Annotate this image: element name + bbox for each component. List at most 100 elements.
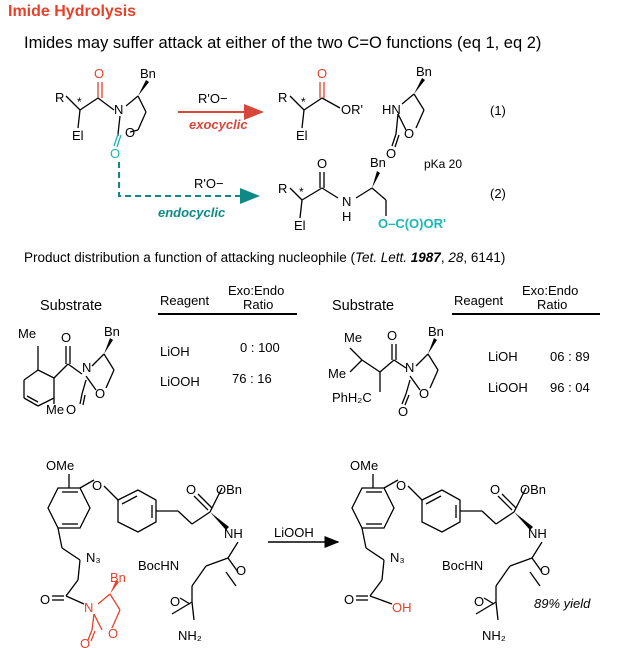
- eq2-label: (2): [490, 186, 506, 201]
- label-Bn-1: Bn: [140, 66, 156, 81]
- table1-ratio-header-1: Exo:Endo: [228, 283, 284, 298]
- table2-reagent-header: Reagent: [454, 293, 504, 308]
- bottom-right-BocHN: BocHN: [442, 558, 483, 573]
- table2-N: N: [405, 360, 414, 375]
- bottom-right-OH: OH: [392, 600, 412, 615]
- table2-O-ring: O: [419, 386, 429, 401]
- stereo-star-1: *: [77, 95, 82, 109]
- bottom-right-O-side: O: [474, 594, 484, 609]
- bottom-left-OMe: OMe: [46, 458, 74, 473]
- pka-label: pKa 20: [424, 157, 462, 171]
- table2-Me-left: Me: [328, 366, 346, 381]
- stereo-star-3: *: [299, 185, 304, 199]
- label-R-1: R: [55, 90, 64, 105]
- table2-row1-reagent: LiOH: [488, 349, 518, 364]
- label-R-2: R: [278, 90, 287, 105]
- eq1-label: (1): [490, 103, 506, 118]
- oxazolidinone-product: [391, 78, 425, 148]
- table1-substrate-header: Substrate: [40, 298, 102, 314]
- label-O-endo: O: [110, 146, 120, 161]
- auxiliary-red: [87, 580, 121, 642]
- label-O-ring-2: O: [404, 126, 414, 141]
- bottom-left-O-acyl: O: [40, 592, 50, 607]
- label-ORp: OR': [341, 102, 363, 117]
- exocyclic-label: exocyclic: [189, 117, 248, 132]
- table1-Bn: Bn: [104, 324, 120, 339]
- bottom-right-O-acid: O: [344, 592, 354, 607]
- label-HN: HN: [382, 102, 401, 117]
- label-O-ester: O: [317, 66, 327, 81]
- label-O-ring-1: O: [125, 125, 135, 140]
- reference-line: Product distribution a function of attac…: [24, 250, 506, 265]
- bottom-right-N3: N₃: [390, 550, 405, 565]
- table1-N: N: [82, 360, 91, 375]
- label-El-1: El: [72, 128, 84, 143]
- table1-row2-ratio: 76 : 16: [232, 371, 272, 386]
- stereo-star-2: *: [301, 95, 306, 109]
- bottom-left-O-amide: O: [236, 563, 246, 578]
- reference-volume: 28: [448, 250, 464, 265]
- table1-row1-reagent: LiOH: [160, 344, 190, 359]
- table1-O-ring-carbonyl: O: [66, 402, 76, 417]
- label-El-2: El: [296, 128, 308, 143]
- label-carbonate: O–C(O)OR': [378, 216, 446, 231]
- bottom-left-NH: NH: [224, 526, 243, 541]
- bottom-left-O-ether: O: [92, 478, 102, 493]
- bottom-left-OBn: OBn: [216, 482, 242, 497]
- bottom-reagent: LiOOH: [274, 525, 314, 540]
- slide-title: Imide Hydrolysis: [8, 3, 137, 20]
- intro-text: Imides may suffer attack at either of th…: [24, 34, 542, 52]
- bottom-right-OBn: OBn: [520, 482, 546, 497]
- table2-PhH2C: PhH₂C: [332, 390, 372, 405]
- label-N-1: N: [114, 102, 123, 117]
- bottom-left-N: N: [84, 600, 93, 615]
- table1-Me-top: Me: [18, 326, 36, 341]
- endocyclic-label: endocyclic: [158, 205, 226, 220]
- label-Bn-3: Bn: [370, 155, 386, 170]
- label-H-amide: H: [342, 209, 351, 224]
- table1-Me-bottom: Me: [46, 402, 64, 417]
- label-N-amide: N: [342, 194, 351, 209]
- table1-ratio-header-2: Ratio: [243, 297, 273, 312]
- table2-row2-reagent: LiOOH: [488, 380, 528, 395]
- bottom-product: [351, 474, 543, 621]
- table1-O-carbonyl: O: [61, 330, 71, 345]
- table2-Me-top: Me: [344, 330, 362, 345]
- bottom-right-NH2: NH₂: [482, 628, 506, 643]
- bottom-left-O-ester: O: [186, 482, 196, 497]
- table2-Bn: Bn: [428, 324, 444, 339]
- label-O-carbonyl-2: O: [386, 146, 396, 161]
- table2-ratio-header-2: Ratio: [537, 297, 567, 312]
- reference-year: 1987: [410, 250, 441, 265]
- bottom-left-N3: N₃: [86, 550, 101, 565]
- table2-O-ring-carbonyl: O: [398, 404, 408, 419]
- table2-row1-ratio: 06 : 89: [550, 349, 590, 364]
- starting-imide: [65, 80, 149, 148]
- table1-reagent-header: Reagent: [160, 293, 210, 308]
- bottom-left-O-ring: O: [108, 626, 118, 641]
- table1-row1-ratio: 0 : 100: [240, 340, 280, 355]
- table2-substrate-header: Substrate: [332, 298, 394, 314]
- bottom-left-O-side: O: [170, 594, 180, 609]
- label-O-amide: O: [317, 156, 327, 171]
- label-Bn-2: Bn: [416, 64, 432, 79]
- label-El-3: El: [294, 218, 306, 233]
- table1-substrate-structure: [23, 338, 115, 407]
- bottom-left-NH2: NH₂: [178, 628, 202, 643]
- table2-substrate-structure: [349, 338, 439, 406]
- bottom-right-OMe: OMe: [350, 458, 378, 473]
- table2-O-carbonyl: O: [387, 328, 397, 343]
- reference-pages: , 6141): [463, 250, 506, 265]
- reagent-top: R'O−: [198, 91, 228, 106]
- bottom-left-O-ring-carbonyl: O: [80, 636, 90, 648]
- bottom-right-O-ether: O: [396, 478, 406, 493]
- table1-row2-reagent: LiOOH: [160, 374, 200, 389]
- reference-prefix: Product distribution a function of attac…: [24, 250, 355, 265]
- bottom-right-NH: NH: [528, 526, 547, 541]
- bottom-right-O-amide: O: [540, 563, 550, 578]
- bottom-starting-material: [47, 474, 239, 621]
- bottom-yield: 89% yield: [534, 596, 591, 611]
- table2-ratio-header-1: Exo:Endo: [522, 283, 578, 298]
